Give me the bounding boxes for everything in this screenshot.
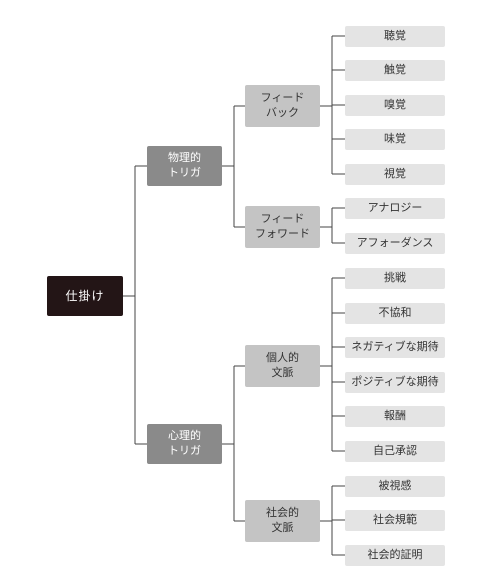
leaf-node: 被視感 [345, 476, 445, 497]
leaf-node: 自己承認 [345, 441, 445, 462]
group-node-feedforward: フィード フォワード [245, 206, 320, 248]
leaf-node: 社会規範 [345, 510, 445, 531]
category-node-physical: 物理的 トリガ [147, 146, 222, 186]
category-node-psychological: 心理的 トリガ [147, 424, 222, 464]
group-label: フィード フォワード [255, 212, 310, 240]
category-label: 心理的 トリガ [168, 429, 201, 457]
leaf-node: 不協和 [345, 303, 445, 324]
group-label: フィード バック [260, 91, 305, 119]
leaf-node: ポジティブな期待 [345, 372, 445, 393]
leaf-node: ネガティブな期待 [345, 337, 445, 358]
root-node: 仕掛け [47, 276, 123, 316]
group-node-personal-context: 個人的 文脈 [245, 345, 320, 387]
leaf-node: 触覚 [345, 60, 445, 81]
group-node-feedback: フィード バック [245, 85, 320, 127]
group-label: 個人的 文脈 [266, 351, 299, 379]
leaf-node: 味覚 [345, 129, 445, 150]
leaf-node: 社会的証明 [345, 545, 445, 566]
leaf-node: アフォーダンス [345, 233, 445, 254]
leaf-node: 挑戦 [345, 268, 445, 289]
group-label: 社会的 文脈 [266, 506, 299, 534]
leaf-node: 聴覚 [345, 26, 445, 47]
leaf-node: 視覚 [345, 164, 445, 185]
root-label: 仕掛け [65, 288, 105, 303]
leaf-node: 嗅覚 [345, 95, 445, 116]
category-label: 物理的 トリガ [168, 151, 201, 179]
group-node-social-context: 社会的 文脈 [245, 500, 320, 542]
leaf-node: 報酬 [345, 406, 445, 427]
leaf-node: アナロジー [345, 198, 445, 219]
